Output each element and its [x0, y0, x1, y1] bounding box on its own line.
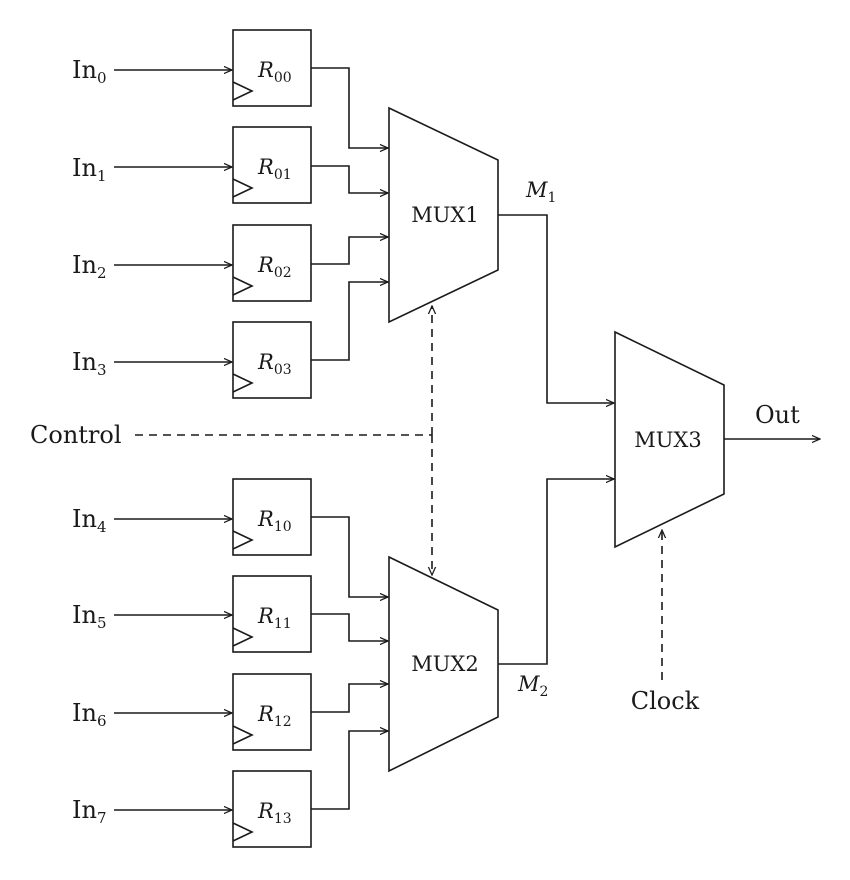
input-label-in1: In1: [72, 154, 106, 185]
mux3: MUX3: [614, 330, 725, 549]
mux1-label: MUX1: [411, 203, 479, 227]
upper-register-bank: In0 R00 In1 R01 In2 R02 In3 R03: [72, 29, 388, 399]
mux2-shape: [388, 555, 499, 773]
mux2: MUX2: [388, 555, 499, 773]
wire-m1-to-mux3: [498, 214, 614, 403]
wire-r02-to-mux1: [311, 237, 388, 265]
input-label-in5: In5: [72, 601, 106, 632]
mux3-shape: [614, 330, 725, 549]
input-label-in6: In6: [72, 699, 106, 730]
register-label-r12: R12: [257, 702, 292, 730]
lower-register-bank: In4 R10 In5 R11 In6 R12 In7 R13: [72, 478, 388, 848]
wire-r13-to-mux2: [311, 731, 388, 810]
m1-label: M1: [525, 178, 556, 206]
register-label-r02: R02: [257, 253, 292, 281]
register-label-r13: R13: [257, 799, 292, 827]
register-label-r00: R00: [257, 58, 292, 86]
clock-triangle-icon: [232, 822, 254, 842]
clock-label: Clock: [631, 687, 700, 715]
register-label-r11: R11: [257, 604, 292, 632]
mux1-shape: [388, 106, 499, 324]
wire-r00-to-mux1: [311, 67, 388, 148]
wire-r12-to-mux2: [311, 684, 388, 713]
clock-triangle-icon: [232, 276, 254, 296]
clock-triangle-icon: [232, 81, 254, 101]
mux2-label: MUX2: [411, 652, 479, 676]
input-label-in4: In4: [72, 505, 106, 536]
clock-triangle-icon: [232, 627, 254, 647]
clock-triangle-icon: [232, 178, 254, 198]
control-signal: Control: [30, 306, 432, 575]
input-label-in3: In3: [72, 348, 106, 379]
output-label: Out: [755, 401, 800, 429]
register-label-r10: R10: [257, 507, 292, 535]
register-label-r01: R01: [257, 155, 292, 183]
input-label-in2: In2: [72, 251, 106, 282]
wire-r11-to-mux2: [311, 613, 388, 641]
control-label: Control: [30, 421, 122, 449]
wire-r03-to-mux1: [311, 282, 388, 361]
m2-label: M2: [517, 672, 548, 700]
clock-triangle-icon: [232, 530, 254, 550]
clock-triangle-icon: [232, 725, 254, 745]
input-label-in7: In7: [72, 796, 106, 827]
register-label-r03: R03: [257, 350, 292, 378]
wire-m2-to-mux3: [498, 479, 614, 665]
mux3-label: MUX3: [634, 428, 702, 452]
wire-r01-to-mux1: [311, 165, 388, 193]
wire-r10-to-mux2: [311, 516, 388, 597]
mux1: MUX1: [388, 106, 499, 324]
clock-triangle-icon: [232, 373, 254, 393]
input-label-in0: In0: [72, 56, 106, 87]
